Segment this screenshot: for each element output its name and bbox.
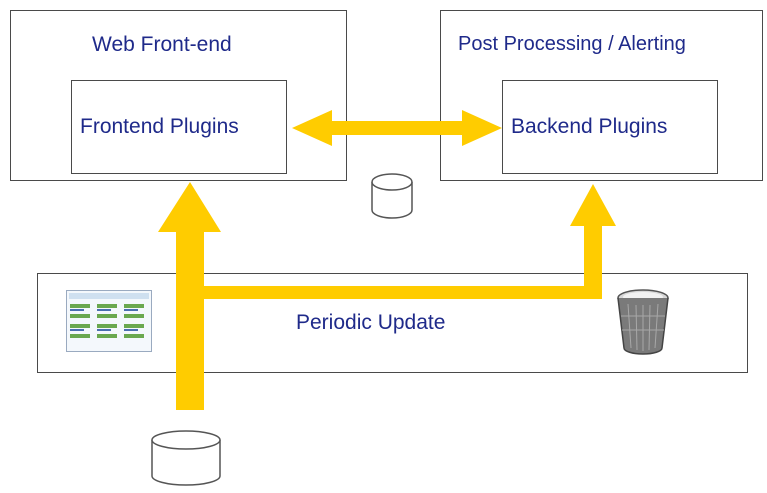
web-frontend-title: Web Front-end — [92, 33, 232, 56]
periodic-update-label: Periodic Update — [296, 311, 446, 334]
database-cylinder-icon — [151, 430, 221, 486]
post-processing-title: Post Processing / Alerting — [458, 33, 686, 55]
backend-plugins-box — [502, 80, 718, 174]
dashboard-thumbnail-icon — [66, 290, 152, 352]
frontend-plugins-box — [71, 80, 287, 174]
database-cylinder-icon — [371, 173, 413, 219]
trash-bin-icon — [617, 289, 669, 355]
frontend-plugins-label: Frontend Plugins — [80, 115, 239, 138]
backend-plugins-label: Backend Plugins — [511, 115, 668, 138]
